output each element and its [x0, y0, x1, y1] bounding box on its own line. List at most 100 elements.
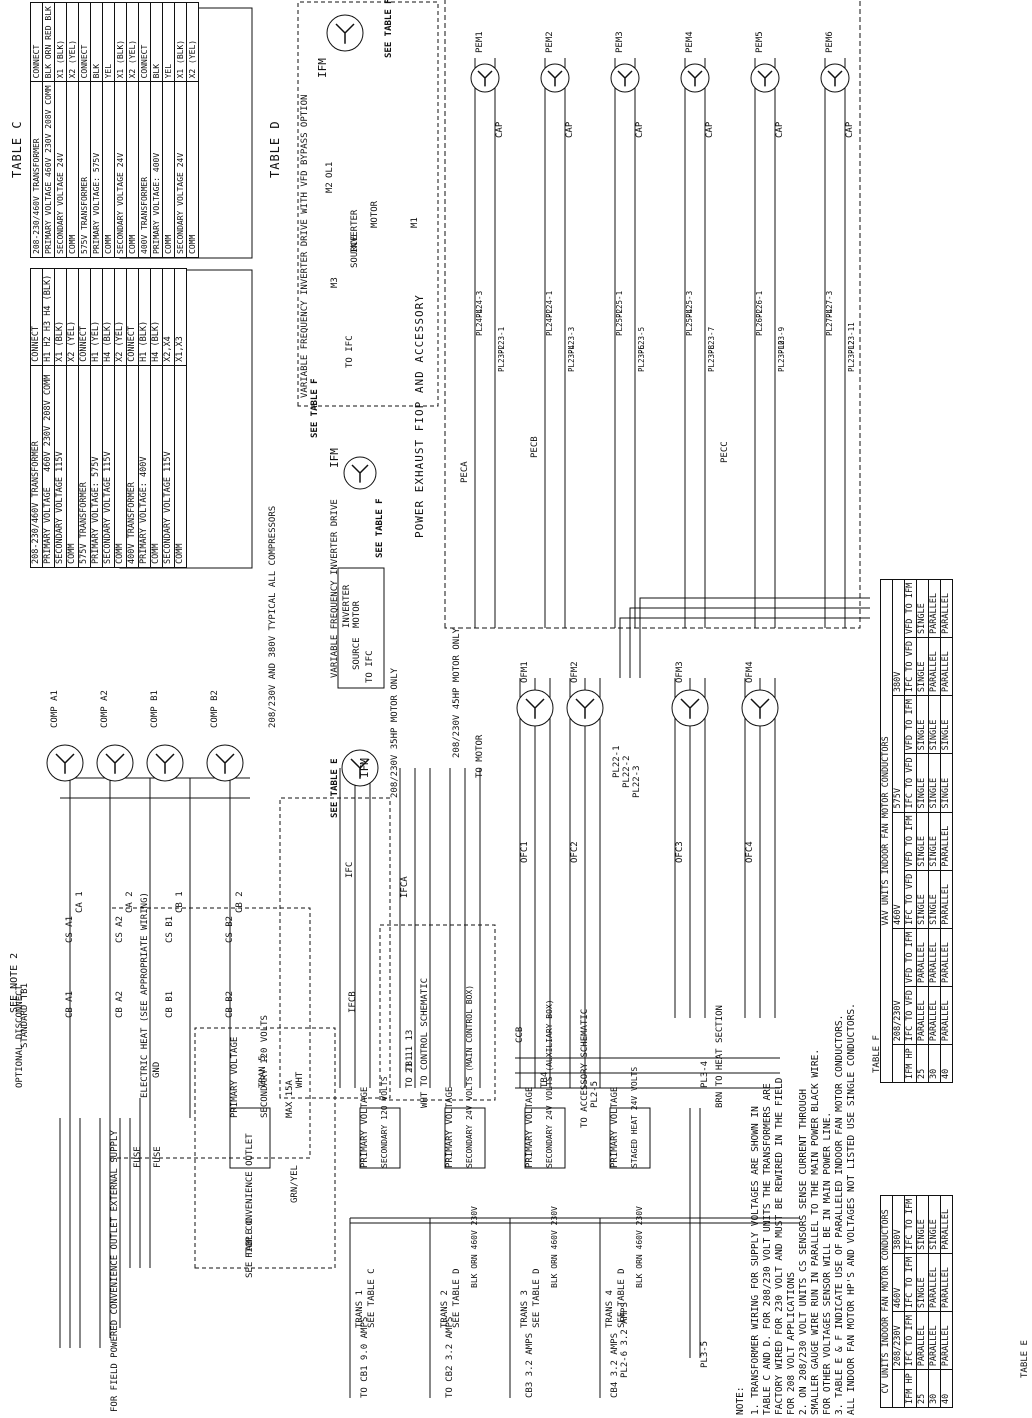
ofm-contactor: OFC1 [520, 841, 530, 863]
plug-pl22-3: PL22-3 [632, 765, 642, 798]
table-c-cell: H1 (BLK) [138, 268, 151, 366]
ofm-motor [566, 689, 604, 727]
pem-plug: PL25-4 [685, 308, 694, 336]
compressor-contactor: CB 1 [175, 891, 185, 913]
table-d-row: PRIMARY VOLTAGE: 400V [150, 81, 163, 258]
table-e-cell: 40 [940, 1369, 953, 1408]
table-f-group: 460V [892, 812, 905, 929]
ifm-note-45: 208/230V 45HP MOTOR ONLY [452, 627, 462, 758]
transformer-see-table: SEE TABLE D [532, 1268, 542, 1328]
ofm-contactor: OFC3 [675, 841, 685, 863]
transformer-taps: BLK ORN 460V 230V [635, 1206, 644, 1288]
transformer-primary: PRIMARY VOLTAGE [525, 1086, 535, 1168]
fuse-1: FUSE [133, 1146, 143, 1168]
vfd-to: TO IFC [365, 650, 375, 683]
note-line: ALL INDOOR FAN MOTOR HP'S AND VOLTAGES N… [846, 1003, 857, 1415]
ofm-contactor: OFC4 [745, 841, 755, 863]
ifc-label: IFC [345, 861, 355, 878]
compressor-name: COMP A1 [50, 690, 60, 728]
table-f-cell: SINGLE [928, 812, 941, 871]
table-d-cell: X2 (YEL) [126, 2, 139, 82]
electric-heat: ELECTRIC HEAT (SEE APPROPRIATE WIRING) [140, 892, 150, 1098]
vfd-inverter: INVERTER [342, 584, 352, 628]
compressor-name: COMP B2 [210, 690, 220, 728]
ifcb-label: IFCB [348, 991, 358, 1013]
to-accessory: TO ACCESSORY SCHEMATIC [580, 1008, 590, 1128]
transformer-primary: PRIMARY VOLTAGE [445, 1086, 455, 1168]
table-c-connect-3: CONNECT [126, 268, 139, 366]
table-f-group: 575V [892, 695, 905, 813]
table-f-cell: PARALLEL [928, 986, 941, 1045]
table-c-connect-1: CONNECT [30, 268, 43, 366]
table-d-cell: X1 (BLK) [174, 2, 187, 82]
ifm-motor-symbol-wye-symbol [350, 758, 370, 779]
table-e-cell: 30 [928, 1369, 941, 1408]
vfd-bypass-ol1: OL1 [325, 161, 335, 178]
table-e-cell: PARALLEL [916, 1311, 929, 1370]
table-e-cell: PARALLEL [928, 1253, 941, 1312]
table-d-connect-1: CONNECT [30, 2, 43, 82]
gnd-label: GND [152, 1061, 162, 1078]
table-e-cell: PARALLEL [940, 1195, 953, 1254]
standard-tb1: STANDARD TB1 [20, 982, 30, 1048]
table-c-row: COMM [150, 365, 163, 568]
transformer-secondary: STAGED HEAT 24V VOLTS [630, 1066, 639, 1168]
compressor-motor-wye-symbol [55, 753, 75, 774]
note-line: FOR OTHER VOLTAGES SENSOR WILL BE IN MAI… [822, 1111, 833, 1415]
table-f-cell: 30 [928, 1044, 941, 1083]
table-c-row: SECONDARY VOLTAGE 115V [102, 365, 115, 568]
vfd-bypass-source: SOURCE [350, 235, 360, 268]
compressor-current-sensor: CS B2 [225, 915, 235, 943]
table-f-cell: SINGLE [916, 753, 929, 813]
table-d-cell: BLK [90, 2, 103, 82]
compressor-name: COMP A2 [100, 690, 110, 728]
table-e-group: 208/230V [892, 1311, 905, 1370]
table-c-cell: X2 (YEL) [114, 268, 127, 366]
ifm-to-motor: TO MOTOR [475, 734, 485, 778]
ofm-motor-wye-symbol [680, 698, 700, 719]
table-e-header: IFC TO IFM [904, 1311, 917, 1370]
transformer-name: TRANS 4 [605, 1290, 615, 1328]
vfd-ifm-motor-symbol-wye-symbol [351, 464, 369, 483]
compressor-motor-wye-symbol [155, 753, 175, 774]
table-d-row: PRIMARY VOLTAGE: 575V [90, 81, 103, 258]
ifca-label: IFCA [400, 876, 410, 898]
tran5-grn-yel: GRN/YEL [290, 1165, 300, 1203]
compressor-motor-wye-symbol [105, 753, 125, 774]
table-d-cell: X2 (YEL) [66, 2, 79, 82]
table-f-cell: PARALLEL [928, 637, 941, 696]
pem-cap: CAP [565, 121, 575, 138]
table-c-row: SECONDARY VOLTAGE 115V [162, 365, 175, 568]
table-f-header: IFC TO VFD [904, 753, 917, 813]
pem-plug: PL26-2 [755, 308, 764, 336]
compressor-motor [146, 744, 184, 782]
table-c-row: PRIMARY VOLTAGE 460V 230V 208V COMM [42, 365, 55, 568]
table-d-row: COMM [66, 81, 79, 258]
transformer-primary: PRIMARY VOLTAGE [610, 1086, 620, 1168]
vfd-bypass-motor-symbol-wye-symbol [335, 23, 355, 44]
transformer-breaker: CB4 3.2 AMPS [610, 1332, 620, 1398]
plug-pl22-2: PL22-2 [622, 755, 632, 788]
pem-cap: CAP [705, 121, 715, 138]
table-c-row: COMM [114, 365, 127, 568]
table-f-cell: SINGLE [940, 695, 953, 754]
table-d-cell: BLK ORN RED BLK [42, 2, 55, 82]
table-c-cell: X2,X4 [162, 268, 175, 366]
pem-motor [820, 63, 850, 93]
table-f-cell: SINGLE [916, 637, 929, 696]
pem-motor-wye-symbol [827, 70, 843, 87]
table-c-cell: H1 H2 H3 H4 (BLK) [42, 268, 55, 366]
table-f-cell: SINGLE [928, 753, 941, 813]
compressor-contactor: CA 2 [125, 891, 135, 913]
vfd-bypass-motor: IFM [316, 58, 329, 78]
ifm-tb-terms: 21 11 13 [405, 1029, 415, 1073]
table-f-cell: SINGLE [916, 812, 929, 871]
table-d-row: PRIMARY VOLTAGE 460V 230V 208V COMM [42, 81, 55, 258]
table-f: VAV UNITS INDOOR FAN MOTOR CONDUCTORS 20… [880, 578, 953, 1083]
table-d-cell: BLK [150, 2, 163, 82]
